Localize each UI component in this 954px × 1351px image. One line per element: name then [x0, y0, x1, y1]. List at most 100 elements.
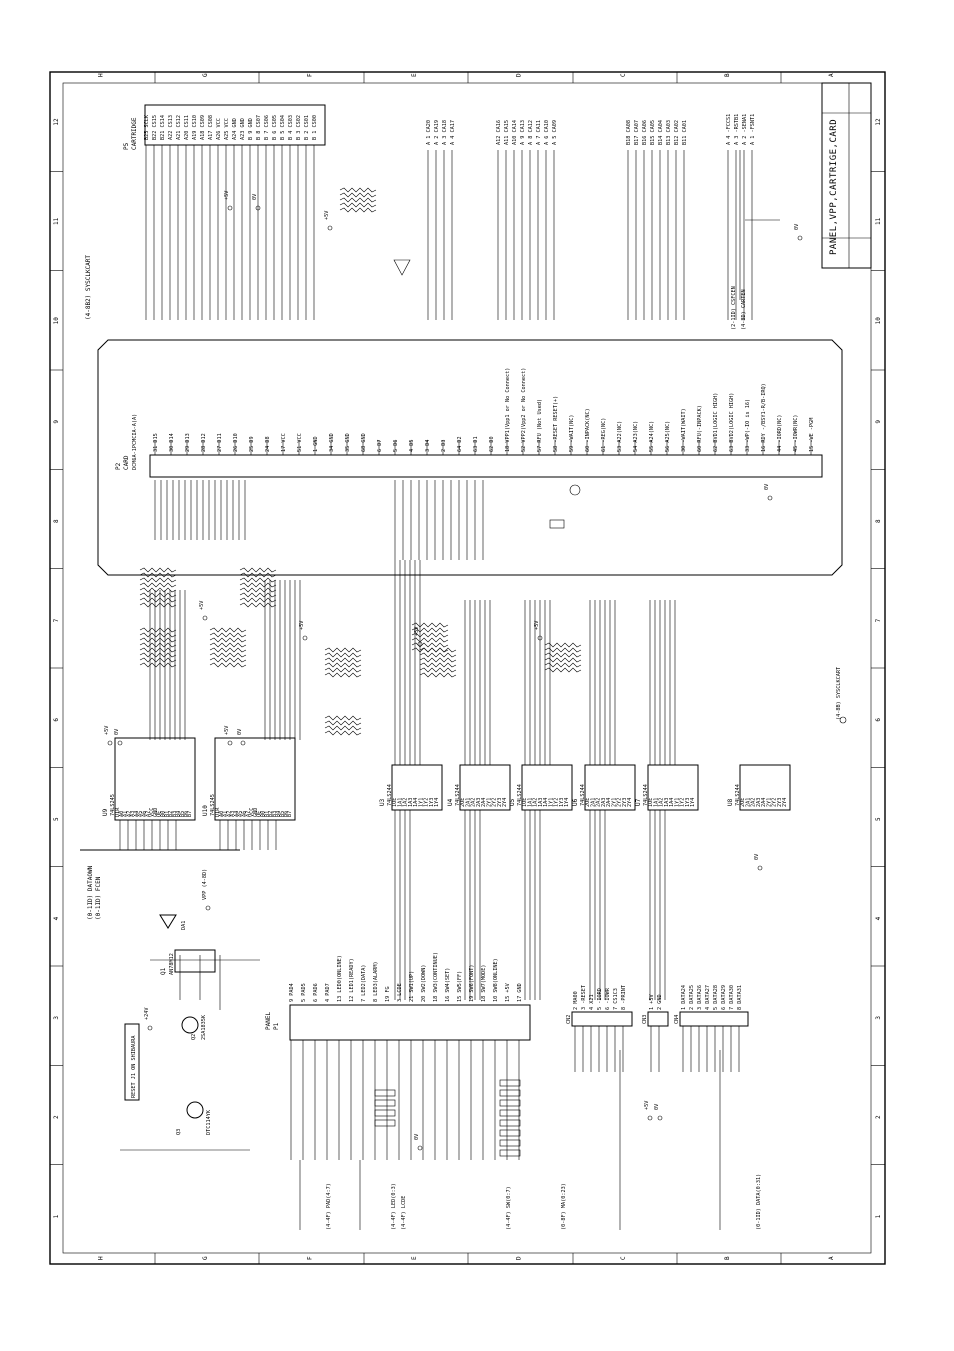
resistor-array [239, 602, 277, 608]
p5b-pin-label: B11 CA01 [682, 120, 688, 145]
p2-pin-label: 33 -WP(-IO is 16) [745, 399, 751, 452]
capacitor [499, 1139, 521, 1147]
u7-pin: 1Y3 [685, 798, 691, 807]
u4-pin: 2A3 [476, 798, 482, 807]
resistor-array [239, 577, 277, 583]
u3-pin: 1Y4 [434, 798, 440, 807]
p1-pin: 6 PAD6 [313, 983, 319, 1002]
u6-ref: U6 [572, 798, 579, 806]
grid-row-label: 11 [875, 217, 882, 225]
resistor-array [209, 647, 247, 653]
p1-pin: 18 SW3(CONTINUE) [433, 952, 439, 1002]
u7-pin: 1A4 [669, 798, 675, 807]
resistor-array [324, 662, 362, 668]
resistor-array [209, 627, 247, 633]
reset-note: RESET J1 ON SHIBAURA [131, 1035, 137, 1098]
u6-pin: 2A1 [590, 798, 596, 807]
p2-pin-label: 24 D8 [265, 436, 271, 452]
p5b-pin-label: A 2 CA19 [434, 120, 440, 145]
supply-node [657, 1115, 663, 1121]
cn4-ref: CN4 [674, 1015, 680, 1024]
resistor-array [544, 642, 582, 648]
p2-pin-label: 6 D7 [377, 440, 383, 453]
resistor-array [239, 592, 277, 598]
grid-col-label: H [98, 73, 105, 77]
u6-pin: 2A2 [596, 798, 602, 807]
resistor-array [544, 667, 582, 673]
resistor-array [139, 627, 177, 633]
p2-pin-label: 34 GND [329, 433, 335, 452]
p1-pin: 13 LED0(ONLINE) [337, 955, 343, 1002]
grid-row-label: 6 [53, 718, 60, 722]
p1-ref: P1 [273, 1022, 280, 1030]
supply-node [205, 905, 211, 911]
resistor-array [324, 725, 362, 731]
u4-pin: 2Y4 [502, 798, 508, 807]
p2-pin-label: 25 D9 [249, 436, 255, 452]
supply-label: +5V [324, 211, 330, 220]
p2-pin-label: 60 -INPACK(NC) [585, 408, 591, 452]
u7-pin: 1Y2 [680, 798, 686, 807]
p5-pin-label: A21 CS12 [176, 115, 182, 140]
resistor-array [324, 730, 362, 736]
p5-pin-label: A20 CS11 [184, 115, 190, 140]
u5-pin: 1Y3 [559, 798, 565, 807]
da1-ref: DA1 [181, 921, 187, 930]
p1-pin: 9 PAD4 [289, 983, 295, 1002]
p2-pin-label: 64 D2 [457, 436, 463, 452]
grid-row-label: 7 [53, 618, 60, 622]
u10-pin: B6 [283, 811, 289, 817]
supply-node [302, 635, 308, 641]
u7-part: 74LS244 [643, 784, 649, 806]
grid-row-label: 8 [53, 519, 60, 523]
resistor-array [419, 667, 457, 673]
u10-pin: B7 [287, 811, 293, 817]
u4-pin: 2Y3 [497, 798, 503, 807]
p5b-pin-label: A12 CA16 [496, 120, 502, 145]
p2-pin-label: 35 GND [345, 433, 351, 452]
p5b-pin-label: A 3 -RSTB1 [734, 114, 740, 145]
u9-pin: B3 [172, 811, 178, 817]
p2-pin-label: 62 D0 [489, 436, 495, 452]
grid-col-label: A [828, 73, 835, 77]
resistor-array [209, 657, 247, 663]
u9-pin: A1 [123, 811, 129, 817]
p1-pin: 21 SW1(UP) [409, 971, 415, 1002]
supply-node [647, 1115, 653, 1121]
p2-pin-label: 26 D10 [233, 433, 239, 452]
grid-row-label: 2 [875, 1115, 882, 1119]
resistor-r30 [839, 716, 847, 724]
u3-part: 74LS244 [387, 784, 393, 806]
p2-pin-label: 16 RDY -/BSY1-R/B-IRQ) [761, 383, 767, 452]
resistor-array [139, 592, 177, 598]
p1-connector-body [289, 1004, 531, 1041]
p5b-pin-label: A 1 -FSNT1 [750, 114, 756, 145]
u9-pin: B5 [179, 811, 185, 817]
resistor-array [324, 657, 362, 663]
resistor-array [209, 637, 247, 643]
supply-node [240, 740, 246, 746]
grid-row-label: 2 [53, 1115, 60, 1119]
u10-pin: A5 [238, 811, 244, 817]
u8-part: 74LS244 [735, 784, 741, 806]
p2-pin-label: 54 A23(NC) [633, 421, 639, 452]
u3-chip-body [391, 764, 443, 811]
p5b-pin-label: A 2 -SENA1 [742, 114, 748, 145]
u6-pin: 2Y3 [622, 798, 628, 807]
p1-name: PANEL [265, 1012, 272, 1030]
cn4-pin: 8 DATA31 [737, 985, 743, 1010]
resistor-array [339, 207, 377, 213]
u9-pin: DIR [115, 807, 121, 817]
p5-pin-label: A24 GND [232, 118, 238, 140]
resistor-array [324, 647, 362, 653]
supply-label: +5V [104, 726, 110, 735]
grid-col-label: C [620, 73, 627, 77]
u3-ref: U3 [379, 798, 386, 806]
u6-part: 74LS244 [580, 784, 586, 806]
p5-pin-label: B 5 CS04 [280, 115, 286, 140]
capacitor [374, 1099, 396, 1107]
resistor-array [544, 647, 582, 653]
p5b-pin-label: A 5 CA09 [552, 120, 558, 145]
p5b-pin-label: B14 CA04 [658, 120, 664, 145]
p5-pin-label: B 6 CS05 [272, 115, 278, 140]
